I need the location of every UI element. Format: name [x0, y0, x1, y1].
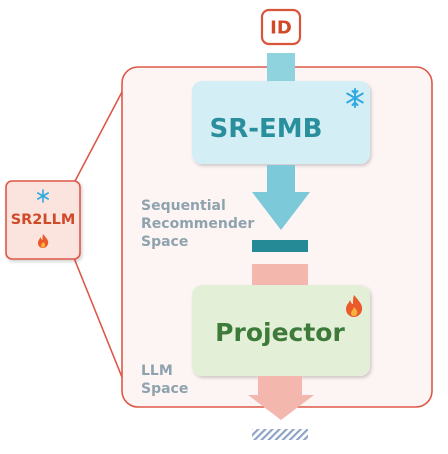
- id-label: ID: [270, 18, 292, 39]
- module-snowflake-icon: [37, 189, 49, 203]
- llm-space-line-1: LLM: [141, 363, 173, 379]
- sequential-space-line-2: Recommender: [141, 216, 254, 232]
- sr2llm-label: SR2LLM: [11, 212, 76, 228]
- module-flame-icon: [38, 234, 49, 248]
- encoder-output-arrow: [252, 165, 310, 230]
- sr-emb-box: [192, 81, 370, 164]
- llm-space-line-2: Space: [141, 381, 188, 397]
- embedding-to-projector-bar: [252, 264, 308, 288]
- sr2llm-module-box: [5, 180, 81, 260]
- llm-embedding-output: [252, 429, 308, 440]
- sequential-space-line-1: Sequential: [141, 198, 226, 214]
- projector-label: Projector: [215, 318, 345, 347]
- projector-output-arrow: [248, 376, 314, 420]
- sequential-embedding-bar: [252, 240, 308, 252]
- sr-emb-label: SR-EMB: [210, 114, 323, 144]
- id-input-box: [260, 8, 302, 46]
- id-to-encoder-bar: [267, 53, 295, 83]
- flame-icon: [346, 295, 363, 317]
- sequential-space-line-3: Space: [141, 234, 188, 250]
- snowflake-icon: [346, 88, 364, 108]
- projector-box: [192, 285, 370, 376]
